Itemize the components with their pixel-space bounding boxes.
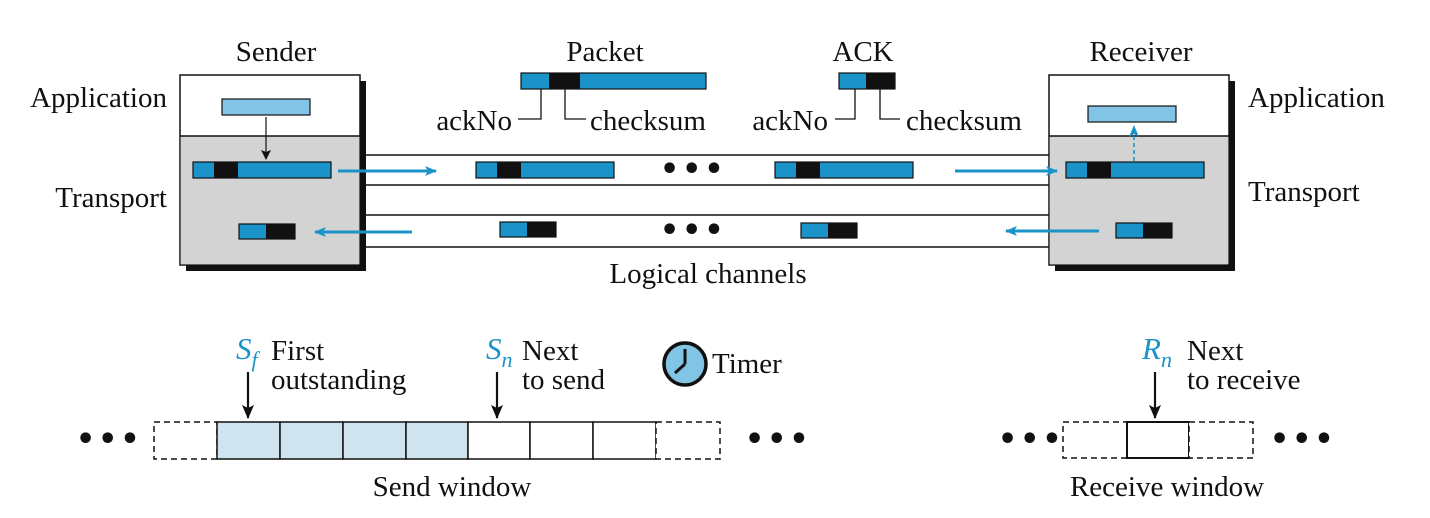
channel-packet-1 (475, 161, 615, 179)
channel-packet-2 (774, 161, 914, 179)
receiver-label: Receiver (1089, 36, 1192, 68)
timer-label: Timer (712, 348, 782, 380)
ack-checksum-label: checksum (906, 105, 1022, 137)
receive-window-left-ellipsis: ••• (998, 422, 1065, 457)
send-window-left-ellipsis: ••• (76, 422, 143, 457)
rn-variable: Rn (1141, 331, 1172, 372)
packet-ackno-label: ackNo (436, 105, 512, 137)
reverse-channel (362, 214, 1049, 248)
logical-channels-label: Logical channels (609, 258, 806, 290)
sf-line2: outstanding (271, 364, 406, 396)
rn-line1: Next (1187, 335, 1243, 367)
receiver-packet (1065, 161, 1205, 179)
send-window-slot-next-1 (467, 421, 531, 460)
forward-ellipsis: ••• (660, 152, 727, 187)
receive-window-label: Receive window (1070, 471, 1264, 503)
send-window-slot-next-3 (592, 421, 657, 460)
ack-ackno-label: ackNo (752, 105, 828, 137)
receive-window-slot-right-dashed (1188, 421, 1254, 459)
sender-packet (192, 161, 332, 179)
forward-channel (362, 154, 1049, 186)
sn-variable: Sn (486, 331, 513, 372)
sender-app-message (221, 98, 311, 116)
send-window-label: Send window (373, 471, 532, 503)
reverse-ellipsis: ••• (660, 213, 727, 248)
send-window-slot-outstanding-3 (342, 421, 407, 460)
application-label-right: Application (1248, 82, 1385, 114)
packet-checksum-label: checksum (590, 105, 706, 137)
packet-label: Packet (566, 36, 643, 68)
send-window-slot-outstanding-2 (279, 421, 344, 460)
timer-icon (662, 341, 708, 387)
send-window-slot-right-dashed (655, 421, 721, 460)
packet-format (518, 72, 707, 120)
send-window-slot-next-2 (529, 421, 594, 460)
sender-ack (238, 223, 296, 240)
send-window-right-ellipsis: ••• (745, 422, 812, 457)
sn-line1: Next (522, 335, 578, 367)
send-window-slot-left-dashed (153, 421, 218, 460)
receive-window-slot-left-dashed (1062, 421, 1128, 459)
rn-line2: to receive (1187, 364, 1301, 396)
ack-label: ACK (832, 36, 893, 68)
receiver-app-message (1087, 105, 1177, 123)
send-window-slot-outstanding-1 (216, 421, 281, 460)
receive-window-slot-next (1126, 421, 1190, 459)
sf-line1: First (271, 335, 324, 367)
transport-label-right: Transport (1248, 176, 1360, 208)
receive-window-right-ellipsis: ••• (1270, 422, 1337, 457)
receiver-ack (1115, 222, 1173, 239)
application-label-left: Application (30, 82, 167, 114)
transport-label-left: Transport (55, 182, 167, 214)
sender-label: Sender (236, 36, 317, 68)
sn-line2: to send (522, 364, 605, 396)
channel-ack-2 (800, 222, 858, 239)
sf-variable: Sf (236, 331, 261, 372)
ack-format (835, 72, 900, 120)
send-window-slot-outstanding-4 (405, 421, 469, 460)
channel-ack-1 (499, 221, 557, 238)
